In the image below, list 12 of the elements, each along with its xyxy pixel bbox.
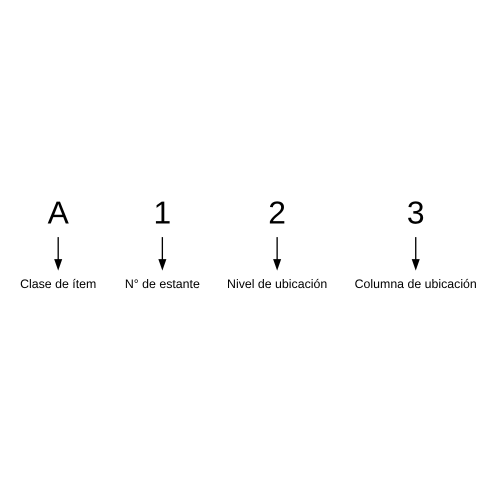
arrow <box>158 236 166 270</box>
node-text: 3 <box>406 194 424 230</box>
node-text: Clase de ítem <box>20 276 96 290</box>
arrow <box>411 236 420 270</box>
node-text: 1 <box>153 194 171 230</box>
node-text: Columna de ubicación <box>354 276 476 290</box>
node-text: Nivel de ubicación <box>226 276 327 290</box>
node-text: A <box>47 194 68 230</box>
node-text: 2 <box>268 194 286 230</box>
node-text: N° de estante <box>124 276 200 290</box>
arrow <box>54 236 62 270</box>
arrow <box>272 236 281 270</box>
